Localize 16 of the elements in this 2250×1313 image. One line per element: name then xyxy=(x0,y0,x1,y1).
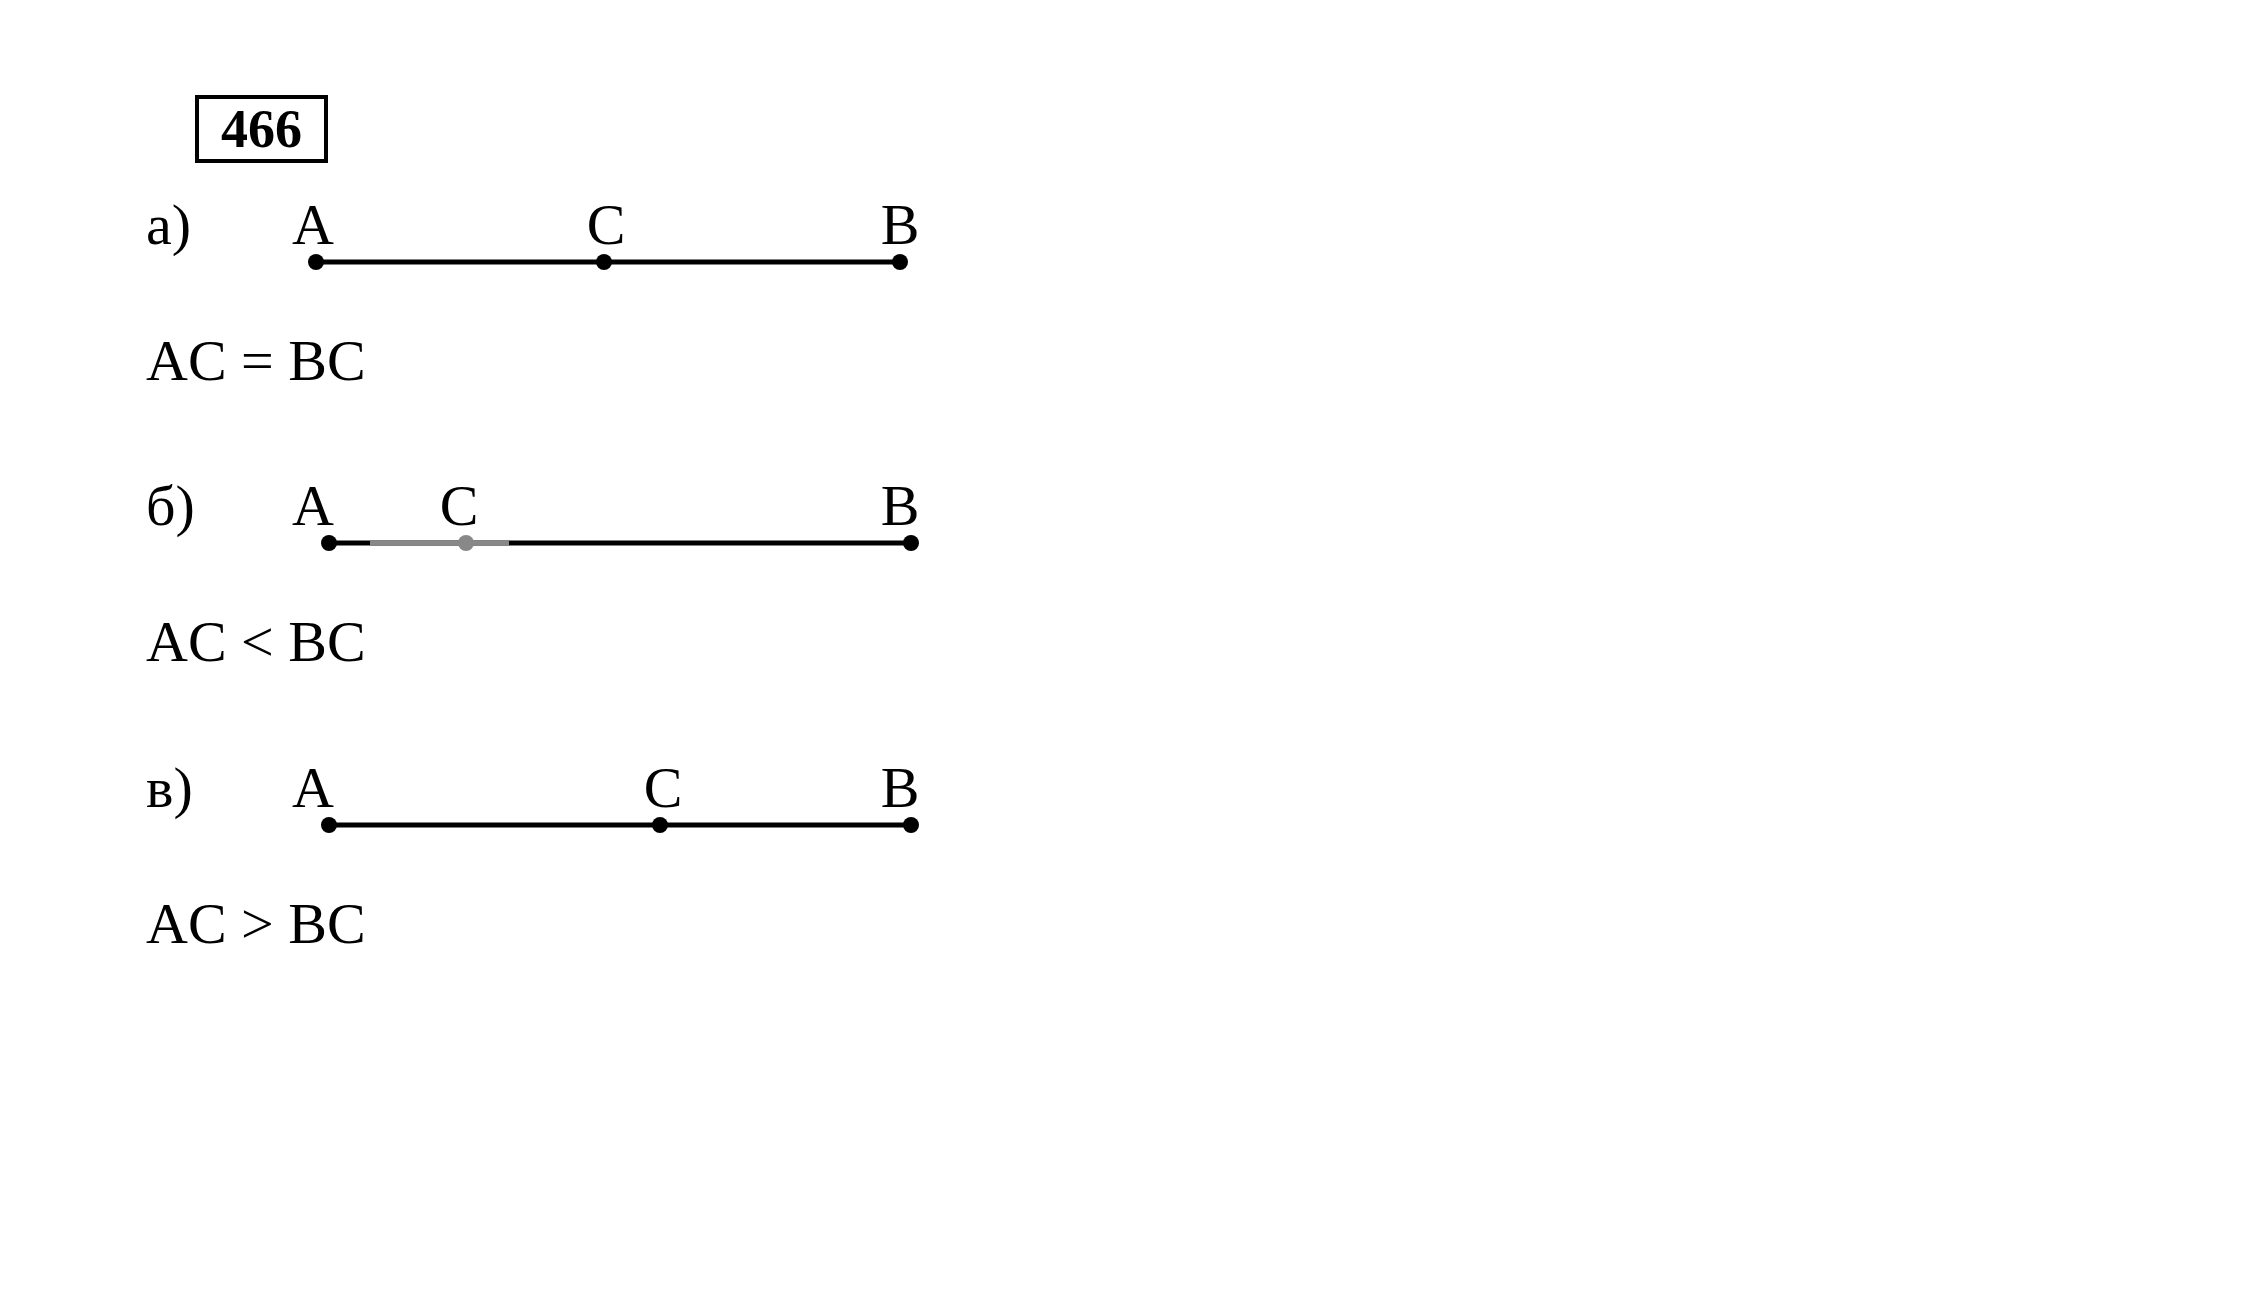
problem-number: 466 xyxy=(195,95,328,163)
point-label: A xyxy=(292,477,334,535)
point-label: A xyxy=(292,759,334,817)
point-label: B xyxy=(880,477,920,535)
point-label: C xyxy=(439,477,479,535)
point-label: B xyxy=(880,196,920,254)
equation: AC > BC xyxy=(146,895,366,953)
part-letter: в) xyxy=(146,759,193,817)
equation: AC = BC xyxy=(146,332,366,390)
equation: AC < BC xyxy=(146,613,366,671)
part-letter: б) xyxy=(146,477,195,535)
part-letter: а) xyxy=(146,196,192,254)
point-label: A xyxy=(292,196,334,254)
point-label: C xyxy=(586,196,626,254)
point-label: B xyxy=(880,759,920,817)
point-label: C xyxy=(643,759,683,817)
